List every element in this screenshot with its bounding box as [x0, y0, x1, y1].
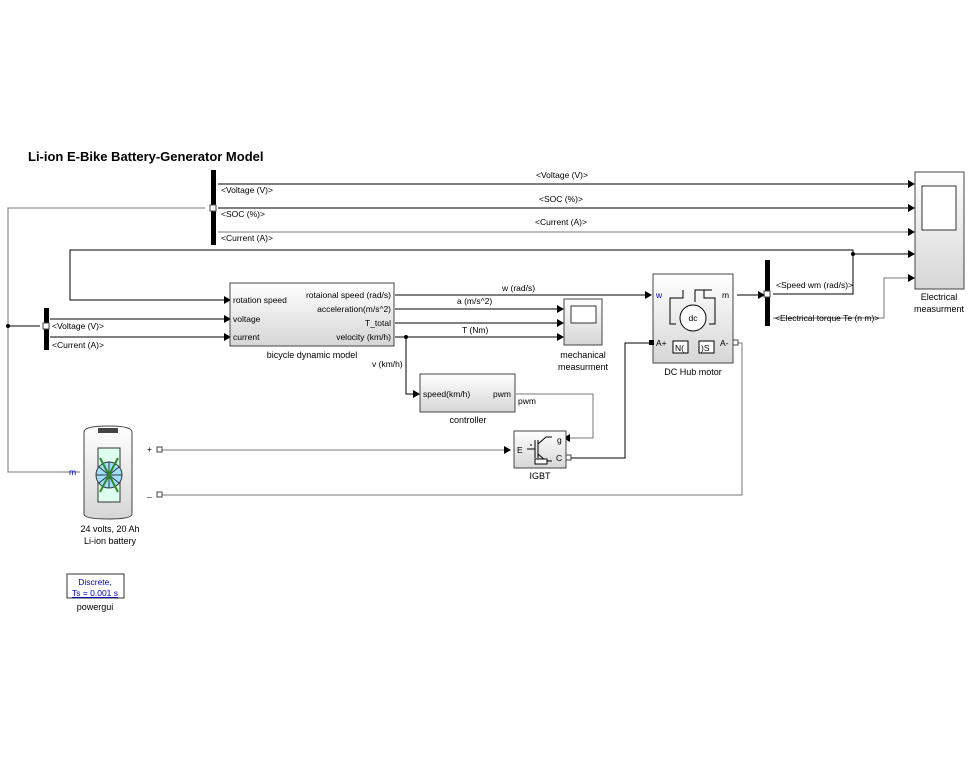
motor-port-w: w: [655, 290, 663, 300]
elec-scope-name-1: Electrical: [921, 292, 958, 302]
motor-dc-glyph: dc: [689, 313, 699, 323]
mechanical-scope-block[interactable]: [563, 298, 603, 346]
junction-dot: [6, 324, 10, 328]
igbt-symbol-icon: [527, 436, 552, 465]
motor-s-glyph: )S: [701, 343, 710, 353]
igbt-port-c: C: [556, 453, 562, 463]
powergui-line-2: Ts = 0.001 s: [72, 588, 118, 598]
sig-voltage: <Voltage (V)>: [221, 185, 273, 195]
sig-pwm: pwm: [518, 396, 536, 406]
wire-motor-minus: [160, 342, 743, 496]
sig-a: a (m/s^2): [457, 296, 492, 306]
sig-torque-te: <Electrical torque Te (n m)>: [775, 313, 879, 323]
controller-name: controller: [449, 415, 486, 425]
controller-block[interactable]: speed(km/h) pwm: [419, 373, 516, 413]
wire-battery-m-top: [7, 207, 205, 473]
li-ion-battery-block[interactable]: m + _: [69, 425, 163, 520]
powergui-line-1: Discrete,: [78, 577, 112, 587]
electrical-scope-block[interactable]: [914, 171, 965, 290]
wire-igbt-motor: [570, 342, 651, 459]
igbt-port-e: E: [517, 445, 523, 455]
port-acceleration: acceleration(m/s^2): [317, 304, 391, 314]
mech-scope-name-2: measurment: [558, 362, 609, 372]
motor-port-a-minus: A-: [720, 338, 729, 348]
wire-v-controller: [405, 337, 413, 395]
motor-port-m: m: [722, 290, 729, 300]
sig-w: w (rad/s): [501, 283, 535, 293]
motor-port-a-plus: A+: [656, 338, 667, 348]
port-rotational-speed: rotaional speed (rad/s): [306, 290, 391, 300]
model-title: Li-ion E-Bike Battery-Generator Model: [28, 149, 263, 164]
sig-voltage-right: <Voltage (V)>: [536, 170, 588, 180]
port-rotation-speed: rotation speed: [233, 295, 287, 305]
sig-t: T (Nm): [462, 325, 488, 335]
igbt-port-g: g: [557, 435, 562, 445]
battery-port-m: m: [69, 467, 76, 477]
wire-pwm-igbt: [516, 393, 594, 439]
battery-cell-icon: [95, 447, 123, 503]
bicycle-block-name: bicycle dynamic model: [267, 350, 358, 360]
sig-left-voltage: <Voltage (V)>: [52, 321, 104, 331]
battery-port-plus: +: [147, 444, 152, 454]
sig-current: <Current (A)>: [221, 233, 273, 243]
mech-scope-name-1: mechanical: [560, 350, 606, 360]
sig-soc-right: <SOC (%)>: [539, 194, 583, 204]
controller-output-port: pwm: [493, 389, 511, 399]
sig-left-current: <Current (A)>: [52, 340, 104, 350]
wire-speed-to-scope: [773, 253, 908, 295]
battery-port-minus: _: [146, 488, 152, 498]
port-velocity: velocity (km/h): [336, 332, 391, 342]
sig-soc: <SOC (%)>: [221, 209, 265, 219]
dc-motor-icon: dc N( )S: [669, 289, 716, 354]
port-current: current: [233, 332, 260, 342]
bicycle-dynamic-model-block[interactable]: rotation speed voltage current rotaional…: [229, 282, 395, 347]
dc-hub-motor-block[interactable]: w m A+ A- dc N( )S: [649, 273, 739, 364]
battery-voltage-label: 24 volts, 20 Ah: [80, 524, 139, 534]
igbt-block[interactable]: E g C: [513, 430, 572, 469]
port-voltage: voltage: [233, 314, 261, 324]
igbt-name: IGBT: [529, 471, 551, 481]
battery-name: Li-ion battery: [84, 536, 137, 546]
powergui-block[interactable]: Discrete, Ts = 0.001 s: [66, 573, 125, 599]
powergui-name: powergui: [77, 602, 114, 612]
motor-name: DC Hub motor: [664, 367, 722, 377]
sig-current-right: <Current (A)>: [535, 217, 587, 227]
sig-speed-wm: <Speed wm (rad/s)>: [776, 280, 853, 290]
sig-v: v (km/h): [372, 359, 403, 369]
port-t-total: T_total: [365, 318, 391, 328]
controller-input-port: speed(km/h): [423, 389, 470, 399]
wire-torque-to-scope: [773, 277, 908, 319]
elec-scope-name-2: measurment: [914, 304, 965, 314]
wire-feedback-speed: [69, 249, 854, 301]
motor-n-glyph: N(: [675, 343, 684, 353]
